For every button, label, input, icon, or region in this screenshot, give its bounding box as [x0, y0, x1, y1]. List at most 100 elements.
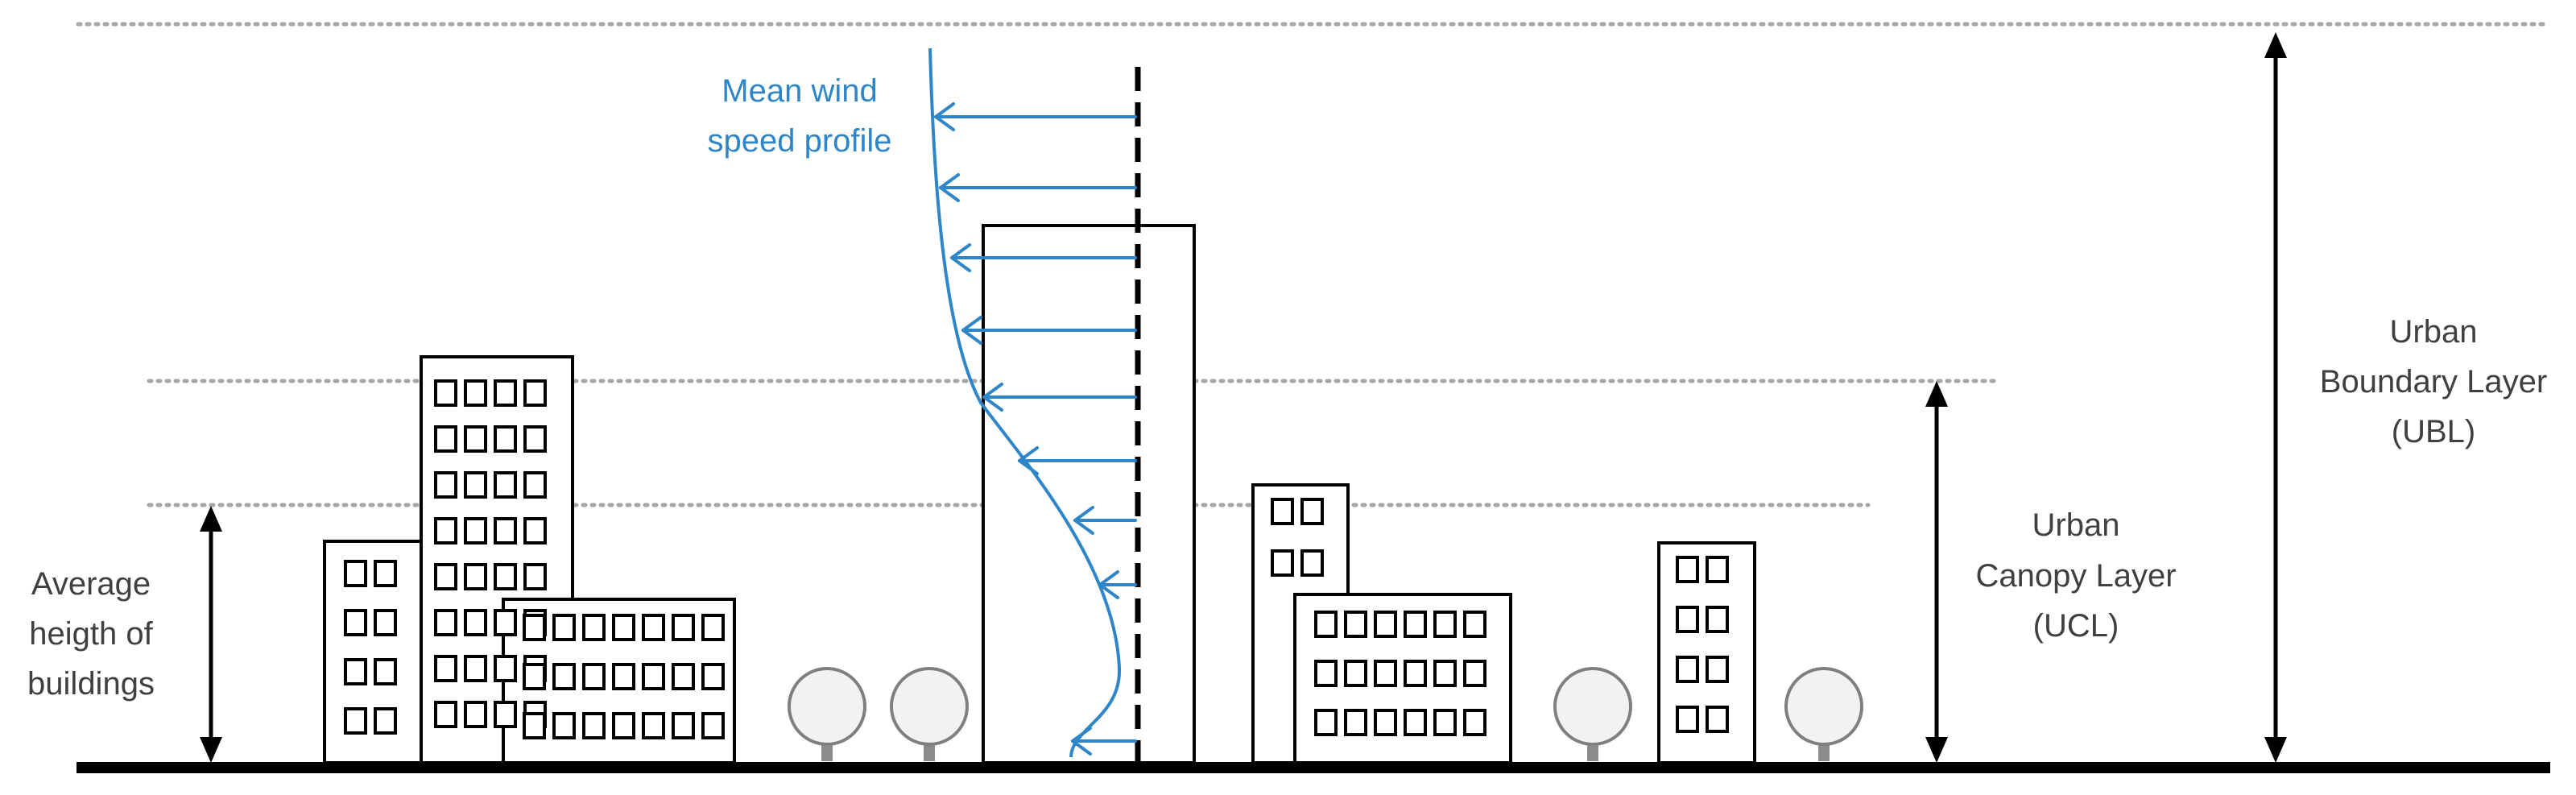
- window-icon: [552, 663, 576, 690]
- window-icon: [434, 609, 457, 636]
- double-arrow-icon: [2264, 32, 2287, 763]
- window-icon: [374, 560, 397, 587]
- double-arrow-icon: [1925, 381, 1948, 763]
- window-icon: [494, 471, 517, 499]
- window-icon: [1404, 709, 1427, 736]
- window-icon: [612, 663, 635, 690]
- tree-icon: [1553, 667, 1632, 761]
- avg-label-line1: Average: [31, 566, 151, 602]
- window-icon: [1314, 660, 1338, 687]
- window-icon: [1463, 709, 1486, 736]
- window-icon: [494, 379, 517, 407]
- window-icon: [494, 517, 517, 544]
- window-icon: [552, 712, 576, 739]
- window-icon: [1300, 498, 1324, 525]
- window-icon: [344, 560, 367, 587]
- window-icon: [1676, 556, 1699, 583]
- tree-icon: [788, 667, 866, 761]
- window-icon: [434, 425, 457, 453]
- wind-arrow: [950, 243, 1137, 272]
- window-icon: [1314, 611, 1338, 638]
- window-icon: [1676, 606, 1699, 633]
- window-icon: [1463, 611, 1486, 638]
- window-icon: [494, 425, 517, 453]
- window-icon: [582, 712, 606, 739]
- wind-arrow: [982, 383, 1137, 412]
- window-icon: [464, 701, 487, 728]
- window-icon: [672, 614, 695, 641]
- window-icon: [582, 614, 606, 641]
- double-arrow-icon: [200, 506, 222, 763]
- window-icon: [1404, 611, 1427, 638]
- window-icon: [464, 609, 487, 636]
- ucl-label: Urban Canopy Layer (UCL): [1975, 507, 2176, 644]
- window-icon: [434, 517, 457, 544]
- window-icon: [374, 707, 397, 735]
- window-icon: [464, 517, 487, 544]
- window-icon: [642, 663, 665, 690]
- ubl-label-line2: Boundary Layer: [2320, 364, 2547, 400]
- window-icon: [434, 471, 457, 499]
- ubl-label-line1: Urban: [2390, 314, 2478, 350]
- window-icon: [523, 379, 547, 407]
- window-icon: [374, 658, 397, 685]
- window-icon: [1706, 656, 1729, 683]
- window-icon: [523, 563, 547, 590]
- window-icon: [523, 712, 546, 739]
- window-icon: [523, 614, 546, 641]
- wind-label-line1: Mean wind: [722, 73, 877, 109]
- window-icon: [1271, 498, 1294, 525]
- wind-arrows: [934, 102, 1137, 756]
- ucl-label-line1: Urban: [2032, 507, 2120, 543]
- window-icon: [523, 517, 547, 544]
- window-icon: [344, 658, 367, 685]
- window-icon: [1314, 709, 1338, 736]
- wind-arrow: [939, 173, 1137, 202]
- window-icon: [701, 663, 725, 690]
- window-icon: [344, 707, 367, 735]
- window-icon: [494, 563, 517, 590]
- window-icon: [464, 471, 487, 499]
- window-icon: [1374, 709, 1397, 736]
- window-icon: [434, 563, 457, 590]
- window-icon: [1706, 556, 1729, 583]
- wind-arrow: [1073, 506, 1137, 535]
- window-icon: [434, 379, 457, 407]
- wind-arrow: [1018, 446, 1137, 475]
- window-icon: [1374, 660, 1397, 687]
- avg-height-label: Average heigth of buildings: [27, 566, 155, 702]
- window-icon: [612, 712, 635, 739]
- window-icon: [464, 563, 487, 590]
- building-icon: [982, 224, 1196, 764]
- building-windows: [344, 379, 1729, 739]
- tree-icon: [890, 667, 969, 761]
- window-icon: [1344, 611, 1367, 638]
- window-icon: [464, 425, 487, 453]
- wind-arrow: [934, 102, 1137, 131]
- window-icon: [701, 712, 725, 739]
- building-icon: [323, 540, 423, 764]
- window-icon: [494, 701, 517, 728]
- ubl-label-line3: (UBL): [2392, 414, 2475, 449]
- window-icon: [1433, 611, 1457, 638]
- window-icon: [642, 614, 665, 641]
- window-icon: [1676, 706, 1699, 733]
- window-icon: [344, 609, 367, 636]
- tree-icon: [1784, 667, 1863, 761]
- height-arrows: [200, 32, 2287, 763]
- window-icon: [523, 425, 547, 453]
- window-icon: [582, 663, 606, 690]
- avg-label-line2: heigth of: [29, 616, 153, 652]
- trees: [788, 667, 1863, 761]
- window-icon: [494, 655, 517, 682]
- window-icon: [434, 655, 457, 682]
- window-icon: [1300, 549, 1324, 577]
- window-icon: [672, 712, 695, 739]
- window-icon: [494, 609, 517, 636]
- ubl-label: Urban Boundary Layer (UBL): [2320, 314, 2547, 449]
- window-icon: [464, 655, 487, 682]
- window-icon: [1706, 606, 1729, 633]
- window-icon: [1374, 611, 1397, 638]
- wind-arrow: [1071, 727, 1137, 756]
